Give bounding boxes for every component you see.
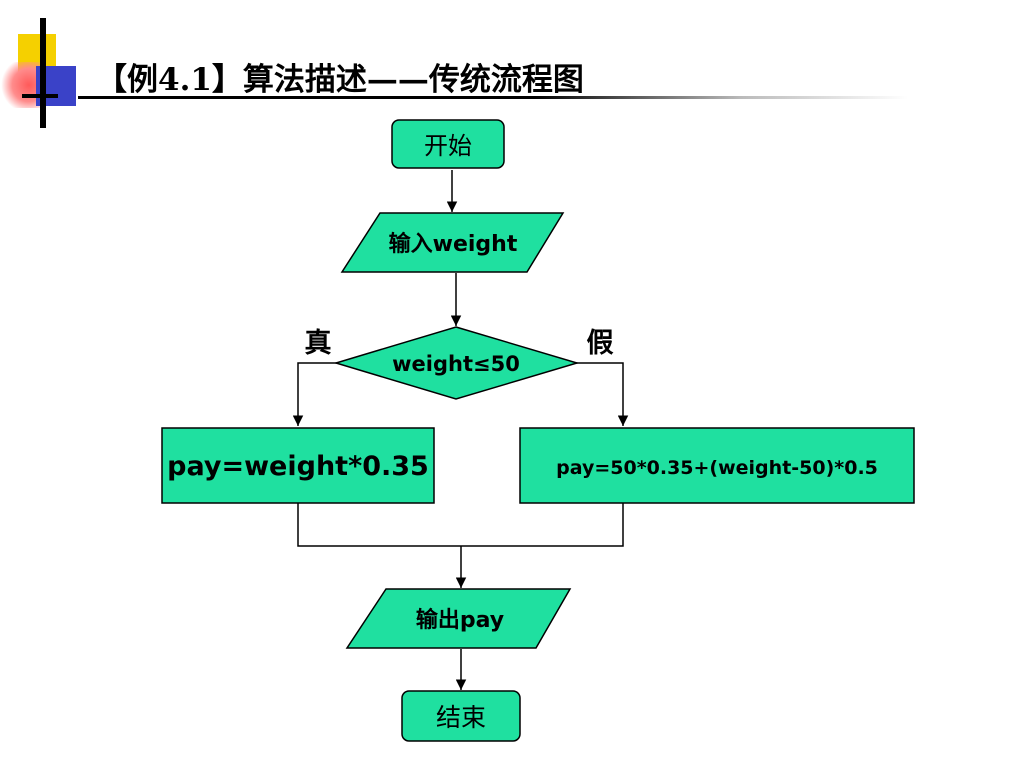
process-false-label: pay=50*0.35+(weight-50)*0.5 [556, 457, 878, 479]
page-title: 【例4.1】算法描述——传统流程图 [96, 62, 584, 98]
logo-vertical-bar [40, 18, 46, 128]
end-label: 结束 [436, 703, 486, 732]
end-node [401, 690, 521, 742]
input-node [340, 212, 565, 273]
logo-horizontal-bar [22, 94, 58, 98]
process-true-label: pay=weight*0.35 [167, 451, 429, 482]
output-node [345, 588, 572, 649]
arrow-decision-true [292, 362, 337, 426]
decision-node [333, 326, 580, 400]
title-underline [78, 96, 908, 99]
process-false-node [519, 427, 915, 504]
false-branch-label: 假 [587, 328, 614, 359]
merge-line [297, 503, 624, 547]
start-node [391, 119, 505, 169]
input-label: 输入weight [389, 231, 518, 257]
true-branch-label: 真 [305, 328, 332, 359]
output-label: 输出pay [416, 607, 504, 633]
arrow-decision-false [575, 362, 629, 426]
process-true-node [161, 427, 435, 504]
decision-label: weight≤50 [392, 352, 520, 376]
start-label: 开始 [424, 132, 472, 160]
